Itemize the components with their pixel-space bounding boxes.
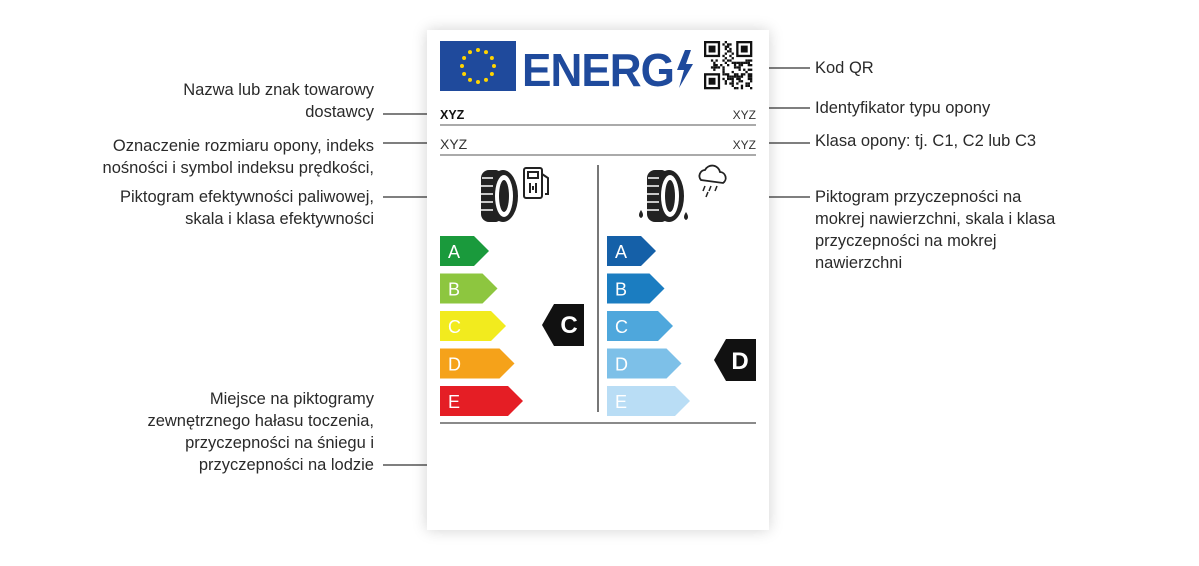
tyre-size: XYZ (440, 136, 468, 152)
fuel-arrow-d (440, 348, 515, 379)
eu-star (468, 50, 472, 55)
fuel-arrow-e (440, 386, 523, 416)
fuel-arrow-b (440, 273, 498, 304)
annotation-line: nośności i symbol indeksu prędkości, (102, 159, 374, 177)
annotation-line: Piktogram przyczepności na (815, 188, 1022, 206)
wet-letter-a: A (615, 242, 627, 262)
eu-star (484, 50, 488, 55)
wet-class-indicator: D (714, 339, 756, 381)
annotation-line: nawierzchni (815, 254, 903, 272)
wet-arrow-e (607, 386, 690, 416)
annotation-line: przyczepności na mokrej (815, 232, 997, 250)
annotation-extra: Miejsce na piktogramy zewnętrznego hałas… (147, 388, 374, 476)
annotation-size: Oznaczenie rozmiaru opony, indeks nośnoś… (103, 135, 374, 179)
energ-wordmark: ENERG (522, 44, 674, 96)
annotation-line: Kod QR (815, 59, 874, 77)
energy-label-card: ENERG XYZ XYZ XYZ XYZ (427, 30, 769, 530)
eu-star (462, 56, 467, 60)
annotation-line: skala i klasa efektywności (185, 210, 374, 228)
fuel-letter-d: D (448, 355, 461, 375)
annotation-class: Klasa opony: tj. C1, C2 lub C3 (815, 130, 1036, 152)
tyre-icon (639, 170, 688, 222)
annotation-wet: Piktogram przyczepności na mokrej nawier… (815, 186, 1055, 274)
tyre-class: XYZ (733, 138, 756, 152)
wet-letter-c: C (615, 317, 628, 337)
fuel-class-value: C (560, 312, 577, 339)
annotation-line: Oznaczenie rozmiaru opony, indeks (112, 137, 374, 155)
annotation-line: Miejsce na piktogramy (209, 390, 374, 408)
eu-star (460, 64, 464, 68)
fuel-arrow-c (440, 311, 506, 341)
fuel-class-indicator: C (542, 304, 584, 346)
wet-arrow-c (607, 311, 673, 341)
eu-star (489, 72, 494, 76)
wet-arrow-d (607, 348, 682, 379)
tyre-type-id: XYZ (733, 108, 756, 122)
wet-arrow-a (607, 236, 656, 266)
wet-arrow-b (607, 273, 665, 304)
eu-star (492, 64, 496, 68)
annotation-line: przyczepności na śniegu i (185, 434, 374, 452)
wet-letter-e: E (615, 392, 627, 412)
tyre-icon (481, 170, 518, 222)
wet-class-value: D (731, 348, 748, 375)
eu-star (468, 77, 472, 82)
fuel-pump-icon (523, 167, 549, 199)
annotation-line: przyczepności na lodzie (198, 456, 374, 474)
wet-letter-b: B (615, 280, 627, 300)
annotation-line: Nazwa lub znak towarowy (183, 81, 374, 99)
annotation-type-id: Identyfikator typu opony (815, 97, 990, 119)
annotation-line: zewnętrznego hałasu toczenia, (147, 412, 374, 430)
annotation-line: Identyfikator typu opony (815, 99, 991, 117)
eu-star (476, 80, 480, 84)
fuel-letter-e: E (448, 392, 460, 412)
fuel-letter-b: B (448, 280, 460, 300)
eu-stars (460, 48, 496, 84)
eu-star (484, 77, 488, 82)
lightning-icon (677, 50, 693, 88)
supplier-name: XYZ (440, 108, 465, 122)
eu-star (476, 48, 480, 52)
fuel-letter-c: C (448, 317, 461, 337)
annotation-line: dostawcy (305, 103, 374, 121)
fuel-letter-a: A (448, 242, 460, 262)
label-graphic: ENERG XYZ XYZ XYZ XYZ (440, 41, 756, 424)
annotation-fuel: Piktogram efektywności paliwowej, skala … (120, 186, 374, 230)
eu-star (489, 56, 494, 60)
annotation-qr: Kod QR (815, 57, 874, 79)
qr-code-icon (704, 41, 753, 90)
wet-letter-d: D (615, 355, 628, 375)
annotation-line: Piktogram efektywności paliwowej, (119, 188, 374, 206)
annotation-line: Klasa opony: tj. C1, C2 lub C3 (815, 132, 1037, 150)
annotation-line: mokrej nawierzchni, skala i klasa (815, 210, 1056, 228)
rain-cloud-icon (698, 164, 727, 198)
fuel-arrow-a (440, 236, 489, 266)
annotation-supplier: Nazwa lub znak towarowy dostawcy (183, 79, 374, 123)
eu-star (462, 72, 467, 76)
